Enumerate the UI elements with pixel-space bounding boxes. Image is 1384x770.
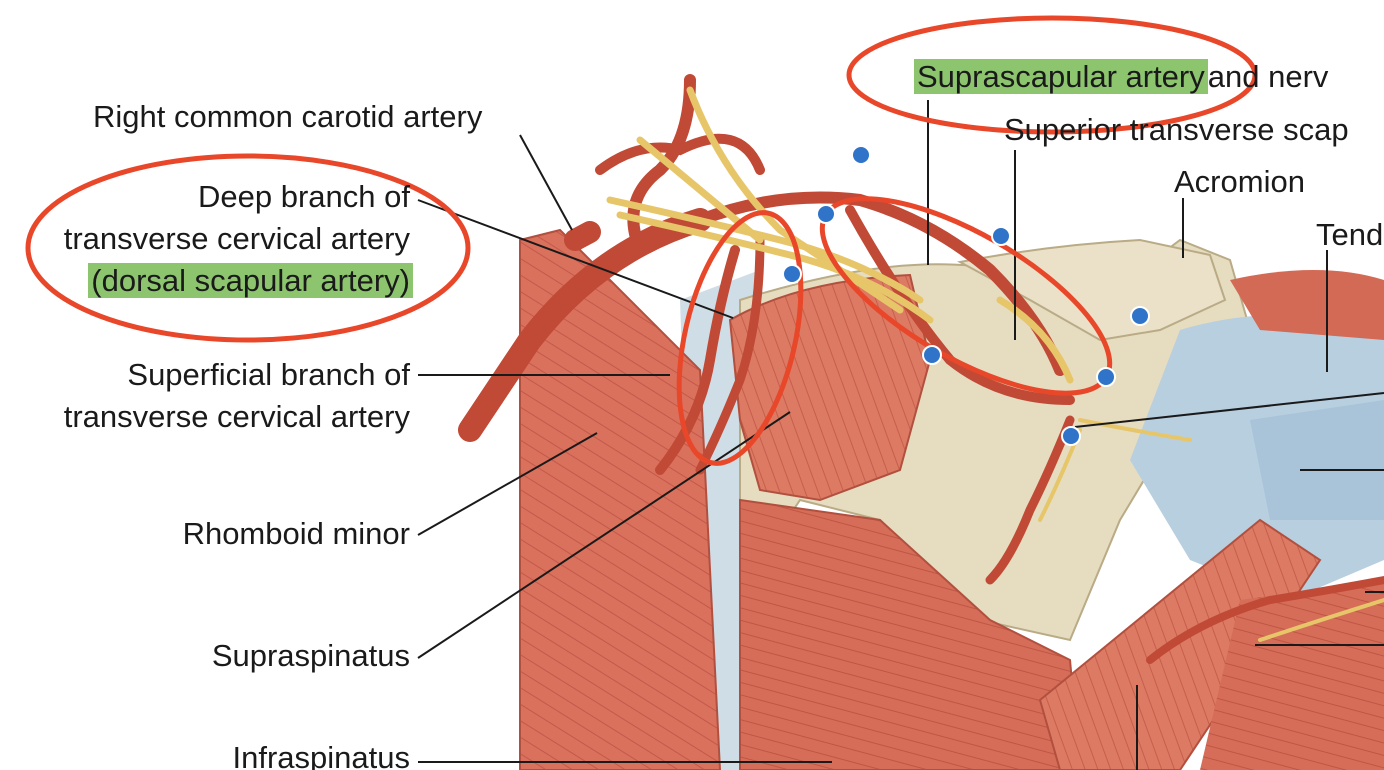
highlight-dorsal-scapular-artery: (dorsal scapular artery) [88, 263, 413, 298]
branch-upper-loop [595, 133, 765, 175]
annotation-dot [782, 264, 802, 284]
leader-deep-branch [417, 199, 734, 319]
leader-lines [417, 100, 1384, 770]
label-suprascapular-artery-and-nerve: Suprascapular arteryand nerv [914, 57, 1328, 97]
label-tendon: Tend [1316, 217, 1384, 252]
label-superficial-branch-line1: Superficial branch of [127, 357, 410, 392]
leader-supraspinatus [417, 411, 791, 659]
label-deep-branch-line1: Deep branch of [198, 179, 410, 214]
label-deep-branch-line3: (dorsal scapular artery) [88, 261, 413, 301]
annotation-circle-dorsal-artery [676, 210, 804, 466]
joint-capsule [1130, 315, 1384, 600]
tendon-band [1250, 400, 1384, 520]
highlight-suprascapular-artery: Suprascapular artery [914, 59, 1208, 94]
leader-right-1 [1074, 392, 1384, 428]
label-superficial-branch-line2: transverse cervical artery [63, 399, 410, 434]
label-supraspinatus: Supraspinatus [211, 638, 410, 673]
brachial-plexus-nerves [606, 86, 1384, 642]
annotation-dot [991, 226, 1011, 246]
circumflex-branch [985, 415, 1075, 585]
annotation-dot [1130, 306, 1150, 326]
lower-right-muscle [1200, 580, 1384, 770]
label-deep-branch-line2: transverse cervical artery [63, 221, 410, 256]
label-and-nerve: and nerv [1207, 59, 1329, 94]
superficial-branch-artery [695, 235, 765, 475]
rhomboid-minor-muscle [519, 228, 722, 770]
acromion-bone [957, 238, 1227, 342]
annotation-circle-deep-branch-label [25, 153, 471, 343]
branch-lower [1146, 576, 1384, 664]
annotation-dot [922, 345, 942, 365]
leader-carotid [519, 134, 573, 231]
carotid-stub [564, 221, 601, 251]
transverse-cervical [694, 191, 1066, 376]
deep-branch-artery [655, 245, 740, 475]
annotation-dot [816, 204, 836, 224]
annotation-dots [782, 147, 1150, 446]
label-acromion: Acromion [1174, 164, 1305, 199]
label-infraspinatus: Infraspinatus [232, 740, 411, 770]
vertebral-branch [627, 74, 696, 256]
annotation-circle-suprascapular-label [846, 15, 1258, 135]
annotation-dot [853, 147, 869, 163]
label-rhomboid-minor: Rhomboid minor [182, 516, 410, 551]
deltoid-muscle [1230, 270, 1384, 340]
label-superior-transverse-scapular: Superior transverse scap [1004, 112, 1349, 147]
label-right-common-carotid-artery: Right common carotid artery [93, 99, 483, 134]
leader-rhomboid [417, 432, 598, 536]
infraspinatus-muscle [739, 498, 1082, 770]
annotation-dot [1061, 426, 1081, 446]
annotation-dot [1096, 367, 1116, 387]
